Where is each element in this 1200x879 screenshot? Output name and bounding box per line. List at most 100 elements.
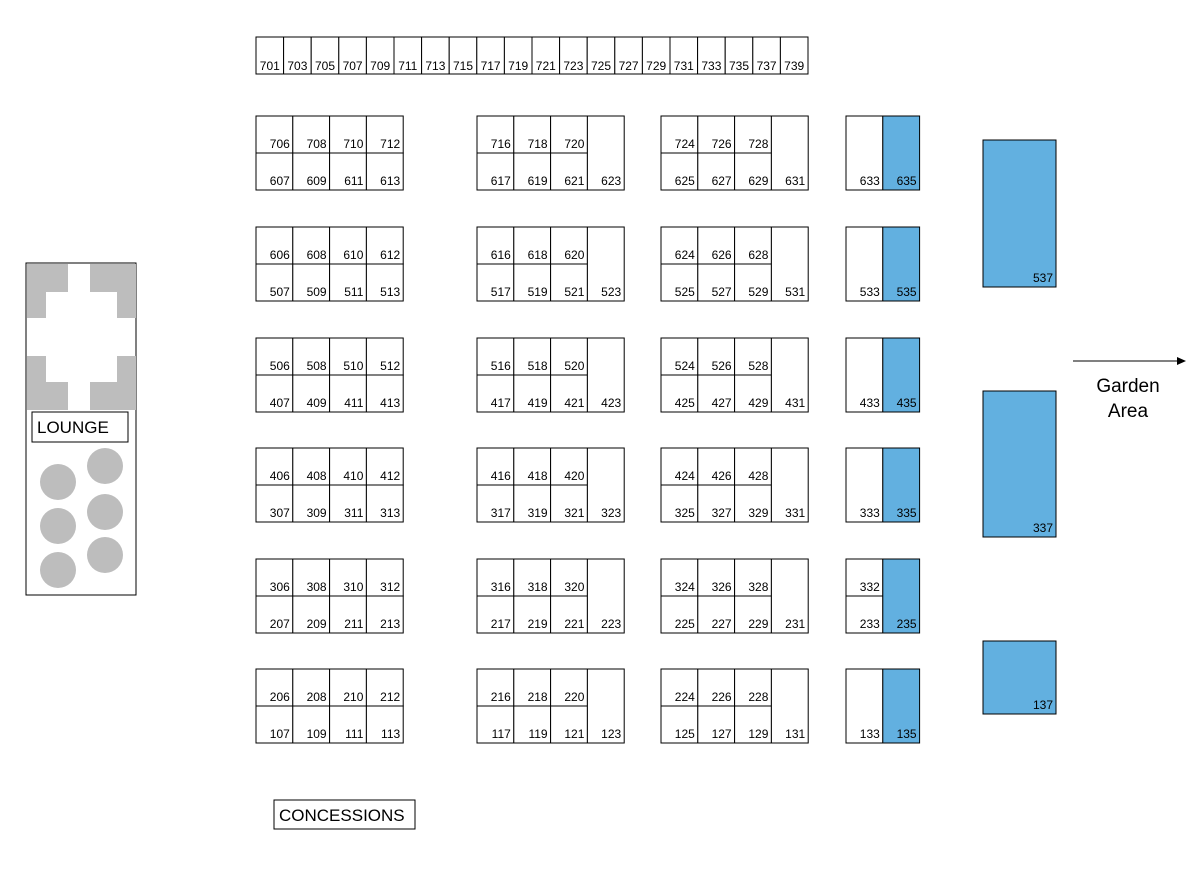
booth-number: 719 (508, 59, 528, 73)
booth-block-b-outline (550, 115, 588, 154)
booth-number: 609 (307, 174, 327, 188)
booth-number: 708 (307, 137, 327, 151)
booth-large-blue: 137 (982, 640, 1057, 715)
booth-block-b: 418 (513, 447, 552, 486)
booth-block-b: 618 (513, 226, 552, 265)
booth-block-b: 320 (550, 558, 588, 597)
booth-number: 231 (785, 617, 805, 631)
booth-number: 517 (491, 285, 511, 299)
booth-number: 111 (345, 727, 364, 741)
booth-number: 713 (425, 59, 445, 73)
booth-top-row-outline (614, 36, 643, 75)
booth-block-a: 211 (329, 595, 367, 634)
booth-block-b-outline (513, 263, 552, 302)
booth-block-a: 610 (329, 226, 367, 265)
booth-number: 313 (380, 506, 400, 520)
booth-block-c: 224 (660, 668, 699, 707)
booth-block-a-outline (365, 152, 404, 191)
booth-block-c: 129 (734, 705, 772, 744)
booth-block-b: 321 (550, 484, 588, 523)
booth-block-b-outline (550, 337, 588, 376)
booth-block-b-outline (550, 374, 588, 413)
booth-block-a: 410 (329, 447, 367, 486)
booth-block-c-outline (697, 705, 736, 744)
booth-number: 525 (675, 285, 695, 299)
booth-block-b: 417 (476, 374, 515, 413)
lounge-seat-square (117, 356, 136, 410)
booth-block-b: 616 (476, 226, 515, 265)
booth-number: 223 (601, 617, 621, 631)
booth-number: 233 (860, 617, 880, 631)
booth-block-c: 625 (660, 152, 699, 191)
booth-block-b: 416 (476, 447, 515, 486)
garden-arrow-icon (1177, 357, 1186, 365)
booth-block-d: 433 (845, 337, 884, 413)
booth-number: 509 (307, 285, 327, 299)
booth-number: 212 (380, 690, 400, 704)
booth-number: 511 (344, 285, 363, 299)
booth-number: 211 (344, 617, 363, 631)
booth-number: 712 (380, 137, 400, 151)
booth-number: 718 (528, 137, 548, 151)
garden-label-line2: Area (1108, 401, 1149, 422)
booth-top-row-outline (310, 36, 340, 75)
booth-number: 311 (344, 506, 363, 520)
booth-number: 131 (785, 727, 805, 741)
booth-block-a-outline (255, 263, 294, 302)
booth-number: 416 (491, 469, 511, 483)
booth-block-a-outline (255, 226, 294, 265)
booth-block-a: 310 (329, 558, 367, 597)
booth-block-b: 520 (550, 337, 588, 376)
booth-block-a: 712 (365, 115, 404, 154)
booth-block-d: 333 (845, 447, 884, 523)
booth-block-c: 629 (734, 152, 772, 191)
booth-block-b-outline (550, 447, 588, 486)
booth-number: 420 (564, 469, 584, 483)
booth-number: 109 (307, 727, 327, 741)
booth-number: 326 (712, 580, 732, 594)
booth-top-row: 709 (365, 36, 395, 75)
booth-number: 107 (270, 727, 290, 741)
booth-block-a-outline (255, 705, 294, 744)
booth-number: 520 (564, 359, 584, 373)
booth-block-a-outline (292, 374, 331, 413)
booth-number: 324 (675, 580, 695, 594)
booth-top-row: 729 (641, 36, 671, 75)
booth-block-c-tall-outline (770, 447, 809, 523)
booth-block-a: 212 (365, 668, 404, 707)
booth-block-a-outline (329, 226, 367, 265)
booth-block-c: 524 (660, 337, 699, 376)
booth-block-c: 428 (734, 447, 772, 486)
booth-block-a: 306 (255, 558, 294, 597)
booth-block-a-outline (292, 226, 331, 265)
lounge-outline (25, 262, 137, 596)
booth-number: 624 (675, 248, 695, 262)
booth-block-b-tall: 523 (586, 226, 625, 302)
booth-block-b-outline (550, 226, 588, 265)
booth-blue: 335 (882, 447, 921, 523)
booth-block-c: 627 (697, 152, 736, 191)
booth-block-a-outline (255, 152, 294, 191)
booth-number: 612 (380, 248, 400, 262)
booth-number: 621 (564, 174, 584, 188)
booth-block-c: 326 (697, 558, 736, 597)
booth-block-c: 229 (734, 595, 772, 634)
booth-number: 418 (528, 469, 548, 483)
booth-block-a: 311 (329, 484, 367, 523)
booth-block-a: 607 (255, 152, 294, 191)
booth-block-a-outline (255, 595, 294, 634)
booth-number: 121 (564, 727, 584, 741)
booth-number: 316 (491, 580, 511, 594)
booth-block-c: 125 (660, 705, 699, 744)
booth-block-c: 626 (697, 226, 736, 265)
booth-number: 727 (619, 59, 639, 73)
booth-block-b: 521 (550, 263, 588, 302)
booth-number: 635 (897, 174, 917, 188)
lounge-seat-circle (40, 552, 76, 588)
booth-block-b: 318 (513, 558, 552, 597)
booth-block-c-outline (660, 337, 699, 376)
booth-block-a: 207 (255, 595, 294, 634)
booth-block-c-outline (660, 558, 699, 597)
booth-block-d-outline (845, 668, 884, 744)
booth-number: 228 (748, 690, 768, 704)
